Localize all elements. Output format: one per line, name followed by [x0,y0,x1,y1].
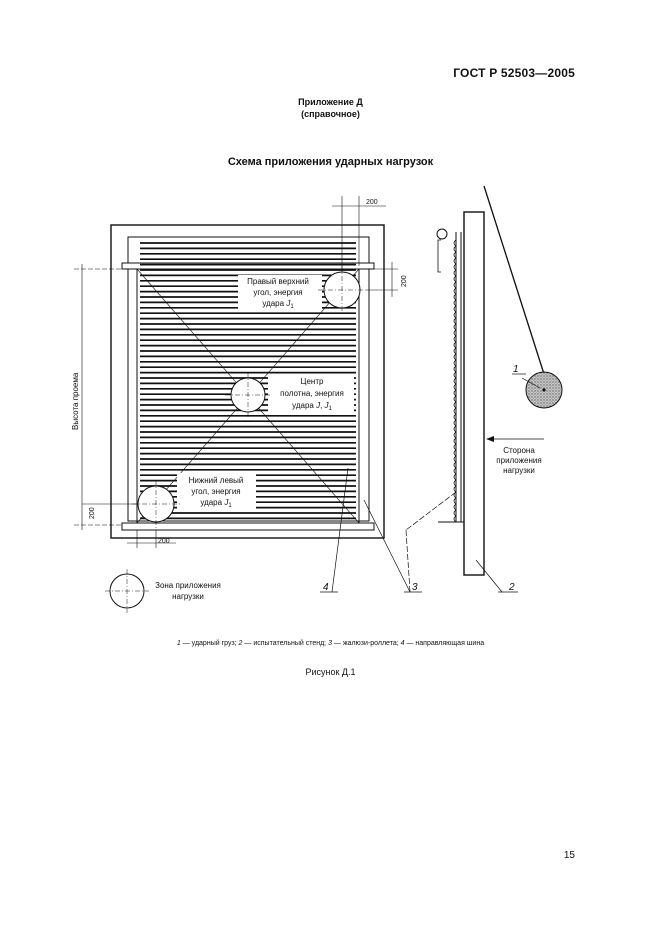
svg-text:Сторона: Сторона [503,446,535,455]
legend-item-2: 2 — испытательный стенд; [238,640,329,647]
leader-lines [320,373,526,593]
side-view [436,185,545,576]
appendix-label: Приложение Д [298,97,363,107]
side-slat [453,293,457,301]
side-slat [453,473,457,481]
side-slat [453,269,457,277]
roller-drum [436,228,448,240]
side-slat [453,359,457,367]
side-slat [453,449,457,457]
side-slat [453,443,457,451]
side-slat [453,341,457,349]
side-slat [453,413,457,421]
svg-text:удара J1: удара J1 [262,299,294,310]
side-slat [453,287,457,295]
side-slat [453,515,457,523]
svg-text:полотна, энергия: полотна, энергия [280,389,344,398]
callout-1: 1 [513,364,519,375]
side-slat [453,353,457,361]
svg-text:угол, энергия: угол, энергия [191,487,240,496]
inner-frame [127,236,370,522]
front-view [110,224,385,539]
side-slat [453,317,457,325]
svg-text:Зона приложения: Зона приложения [155,581,221,590]
opening-height-label: Высота проема [71,372,80,430]
side-slat [453,305,457,313]
side-slat [453,323,457,331]
side-slat [453,263,457,271]
dim-200-bottom: 200 [158,538,170,545]
side-slat [453,437,457,445]
figure-title: Схема приложения ударных нагрузок [227,156,434,168]
side-slat [453,347,457,355]
figure-legend: 1 — ударный груз; 2 — испытательный стен… [0,640,661,647]
svg-text:Нижний левый: Нижний левый [189,476,244,485]
dim-200-left: 200 [89,507,96,519]
side-slats [453,239,457,523]
side-slat [453,239,457,247]
side-slat [453,275,457,283]
svg-text:приложения: приложения [496,456,541,465]
side-slat [453,509,457,517]
side-slat [453,467,457,475]
side-slat [453,455,457,463]
side-slat [453,497,457,505]
dim-200-top: 200 [366,199,378,206]
document-standard-header: ГОСТ Р 52503—2005 [453,66,575,80]
svg-text:нагрузки: нагрузки [503,466,535,475]
opening-frame [110,224,385,539]
side-slat [453,401,457,409]
side-slat [453,299,457,307]
legend-item-3: 3 — жалюзи-роллета; [328,640,401,647]
page-number: 15 [563,850,575,861]
side-slat [453,425,457,433]
side-slat [453,407,457,415]
side-slat [453,383,457,391]
zone-legend-label: Зона приложения нагрузки [155,581,221,601]
load-side-label: Сторона приложения нагрузки [496,446,541,475]
callout-2: 2 [508,582,515,593]
test-stand [463,211,485,576]
svg-text:нагрузки: нагрузки [172,592,204,601]
svg-text:угол, энергия: угол, энергия [253,288,302,297]
side-slat [453,371,457,379]
label-center: Центр полотна, энергия удара J, J1 [280,377,344,412]
side-slat [453,257,457,265]
side-slat [453,485,457,493]
figure-caption: Рисунок Д.1 [305,667,356,677]
callout-4: 4 [323,582,329,593]
pendulum-cord [483,185,545,375]
side-slat [453,245,457,253]
side-slat [453,377,457,385]
svg-text:Центр: Центр [301,377,324,386]
side-slat [453,503,457,511]
dim-200-right: 200 [401,275,408,287]
svg-text:Правый верхний: Правый верхний [247,277,309,286]
bottom-rail [121,522,375,531]
svg-text:удара J1: удара J1 [200,498,232,509]
label-bottom-left: Нижний левый угол, энергия удара J1 [189,476,244,509]
legend-item-4: 4 — направляющая шина [400,640,485,647]
side-slat [453,311,457,319]
appendix-type: (справочное) [301,109,360,119]
top-rail [121,262,375,270]
callout-3: 3 [412,582,418,593]
side-slat [453,461,457,469]
label-top-right: Правый верхний угол, энергия удара J1 [247,277,309,310]
side-slat [453,431,457,439]
side-slat [453,389,457,397]
side-slat [453,365,457,373]
side-slat [453,479,457,487]
dimension-lines [74,196,398,548]
appendix-heading: Приложение Д (справочное) [0,96,661,120]
svg-text:удара J, J1: удара J, J1 [292,401,332,412]
side-slat [453,329,457,337]
side-slat [453,419,457,427]
side-slat [453,251,457,259]
legend-item-1: 1 — ударный груз; [176,640,239,647]
side-slat [453,335,457,343]
side-slat [453,395,457,403]
side-slat [453,281,457,289]
